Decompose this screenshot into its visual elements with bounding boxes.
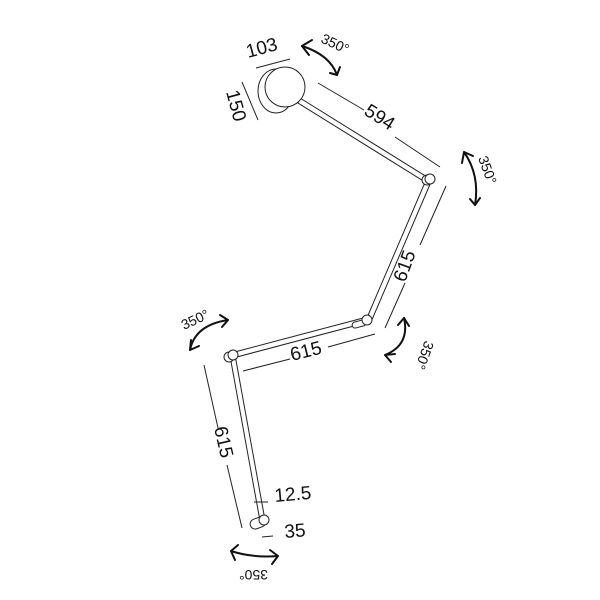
arm-1-length-label: 594 <box>360 100 398 135</box>
joint-1-cap <box>424 173 436 185</box>
lamp-head <box>264 66 306 108</box>
lamp-drawing <box>223 66 436 530</box>
base-diameter-label: 35 <box>284 520 307 543</box>
rotation-arrow-joint-1: 350° <box>461 151 500 206</box>
joint-2-rotation-label: 350° <box>412 339 437 372</box>
rotation-arrow-joint-3: 350° <box>179 306 229 351</box>
joint-3-rotation-label: 350° <box>179 306 212 333</box>
joint-2 <box>361 314 373 326</box>
base-cap <box>258 514 270 526</box>
arm-1 <box>297 97 428 183</box>
tube-diameter-label: 12.5 <box>274 483 313 507</box>
dimension-lines <box>203 58 447 538</box>
rotation-arrow-head: 350° <box>301 30 352 76</box>
joint-1-rotation-label: 350° <box>475 154 500 187</box>
head-height-label: 150 <box>221 88 249 124</box>
head-width-label: 103 <box>244 34 280 62</box>
joint-3-cap <box>227 349 239 361</box>
rotation-arrow-base: 350° <box>230 544 279 583</box>
arm-4-length-label: 615 <box>209 424 237 460</box>
base-rotation-label: 350° <box>239 567 268 583</box>
arm-2 <box>365 179 432 323</box>
rotation-arrow-joint-2: 350° <box>384 317 437 372</box>
arm-4 <box>229 354 266 522</box>
head-rotation-label: 350° <box>319 30 352 57</box>
